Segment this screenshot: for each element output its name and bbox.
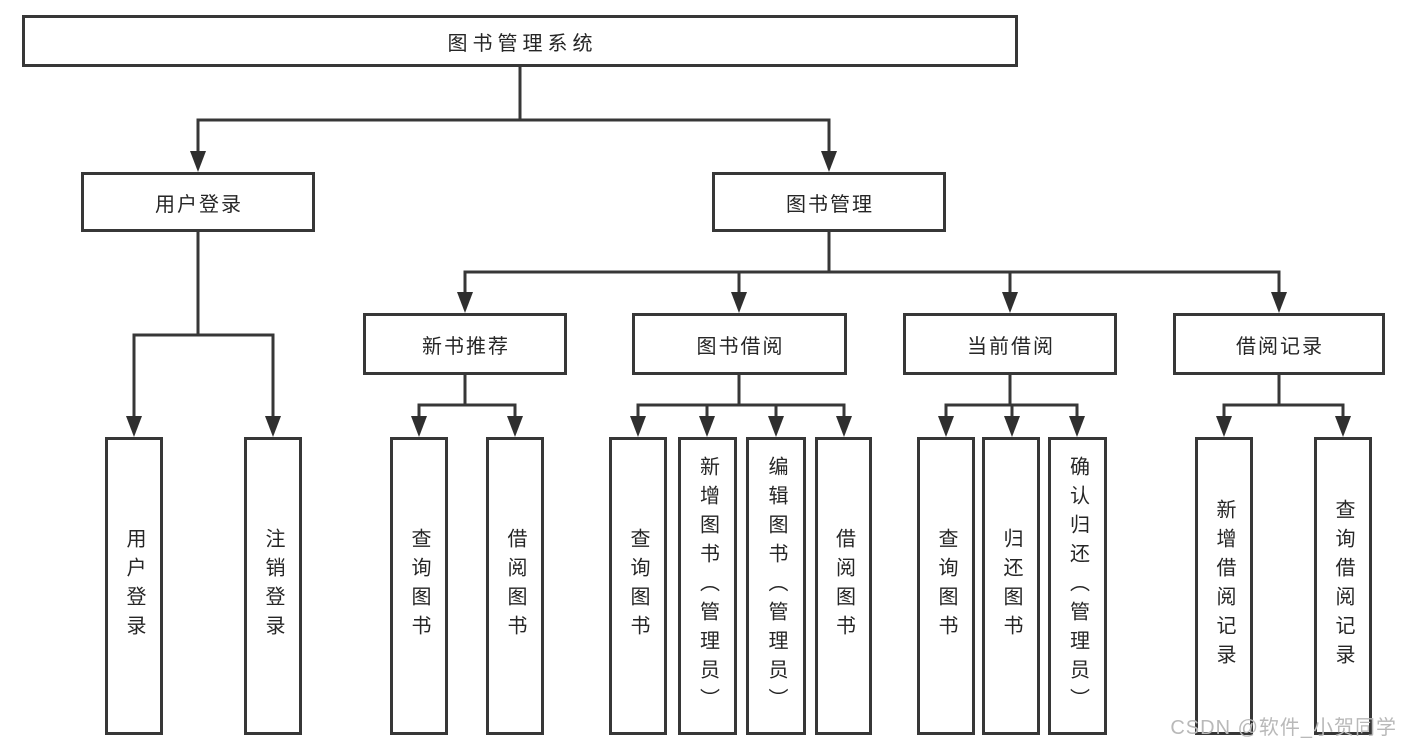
node-label: 图书借阅 xyxy=(696,335,785,358)
node-query-books-current: 查询图书 xyxy=(917,437,975,735)
csdn-watermark: CSDN @软件_小贺同学 xyxy=(1170,717,1397,739)
node-label: 确认归还（管理员） xyxy=(1066,455,1089,717)
node-current-borrowing: 当前借阅 xyxy=(903,313,1117,375)
node-label: 查询图书 xyxy=(935,528,957,644)
node-label: 查询图书 xyxy=(627,528,649,644)
node-borrow-books-borrowing: 借阅图书 xyxy=(815,437,872,735)
node-label: 查询图书 xyxy=(408,528,430,644)
node-label: 图书管理系统 xyxy=(447,32,598,55)
node-confirm-return-admin: 确认归还（管理员） xyxy=(1048,437,1107,735)
node-label: 新增图书（管理员） xyxy=(696,455,719,717)
node-add-borrow-record: 新增借阅记录 xyxy=(1195,437,1253,735)
tree-edges xyxy=(132,67,1345,418)
node-label: 新书推荐 xyxy=(422,335,510,358)
node-new-book-recommend: 新书推荐 xyxy=(363,313,567,375)
node-label: 借阅图书 xyxy=(832,528,855,644)
node-query-borrow-record: 查询借阅记录 xyxy=(1314,437,1372,735)
node-label: 借阅图书 xyxy=(504,528,526,644)
node-borrowing-records: 借阅记录 xyxy=(1173,313,1385,375)
node-label: 借阅记录 xyxy=(1236,335,1324,358)
node-user-login-leaf: 用户登录 xyxy=(105,437,163,735)
node-library-system: 图书管理系统 xyxy=(22,15,1018,67)
node-label: 查询借阅记录 xyxy=(1332,499,1354,673)
node-label: 用户登录 xyxy=(123,528,145,644)
node-logout: 注销登录 xyxy=(244,437,302,735)
node-label: 新增借阅记录 xyxy=(1213,499,1235,673)
node-label: 归还图书 xyxy=(1000,528,1022,644)
node-user-login: 用户登录 xyxy=(81,172,315,232)
node-label: 注销登录 xyxy=(262,528,284,644)
node-borrow-books-recommend: 借阅图书 xyxy=(486,437,544,735)
node-book-borrowing: 图书借阅 xyxy=(632,313,847,375)
arrow-down-icons xyxy=(126,151,1351,437)
node-query-books-borrowing: 查询图书 xyxy=(609,437,667,735)
node-add-books-admin: 新增图书（管理员） xyxy=(678,437,737,735)
node-label: 编辑图书（管理员） xyxy=(765,455,787,717)
node-label: 图书管理 xyxy=(786,193,874,216)
node-book-management: 图书管理 xyxy=(712,172,946,232)
node-label: 当前借阅 xyxy=(967,335,1055,358)
node-label: 用户登录 xyxy=(155,193,243,216)
node-edit-books-admin: 编辑图书（管理员） xyxy=(746,437,806,735)
node-query-books-recommend: 查询图书 xyxy=(390,437,448,735)
node-return-books: 归还图书 xyxy=(982,437,1040,735)
